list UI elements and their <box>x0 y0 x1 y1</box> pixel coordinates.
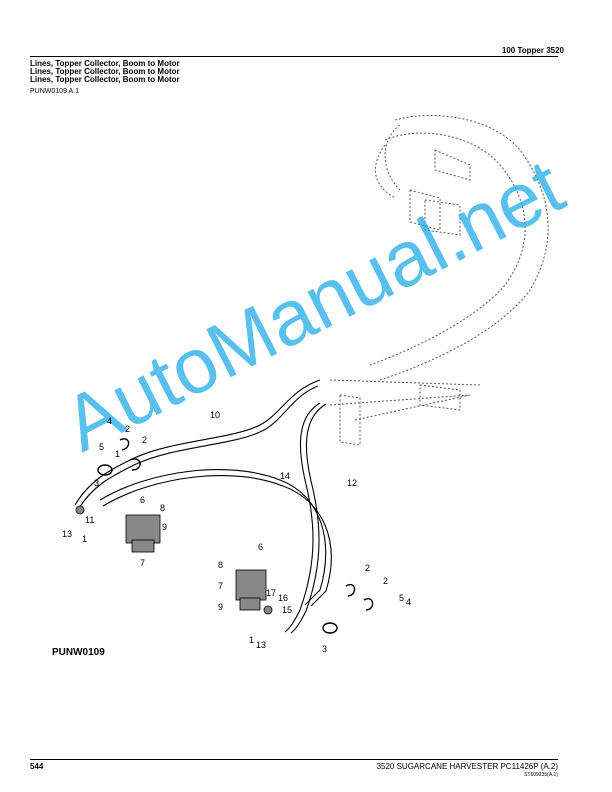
callout: 13 <box>256 640 266 650</box>
callouts: 10 14 12 4 2 5 2 1 3 6 8 11 13 9 7 1 8 6… <box>62 410 411 654</box>
callout: 7 <box>218 581 223 591</box>
callout: 10 <box>210 410 220 420</box>
callout: 2 <box>125 424 130 434</box>
clamps <box>97 438 374 634</box>
fittings <box>75 505 273 615</box>
callout: 5 <box>99 442 104 452</box>
callout: 3 <box>94 478 99 488</box>
section-header: 100 Topper 3520 <box>501 46 564 55</box>
header-rule <box>30 56 558 57</box>
callout: 6 <box>140 495 145 505</box>
callout: 2 <box>365 563 370 573</box>
callout: 16 <box>278 593 288 603</box>
callout: 2 <box>383 576 388 586</box>
callout: 1 <box>82 534 87 544</box>
callout: 15 <box>282 605 292 615</box>
callout: 2 <box>142 435 147 445</box>
callout: 8 <box>160 503 165 513</box>
callout: 17 <box>266 588 276 598</box>
callout: 12 <box>347 478 357 488</box>
footer-rule <box>30 759 558 760</box>
page-title: Lines, Topper Collector, Boom to Motor <box>30 75 180 84</box>
parts-diagram: AutoManual.net 10 14 12 4 2 5 2 1 3 6 8 … <box>50 115 577 658</box>
callout: 4 <box>406 597 411 607</box>
callout: 4 <box>107 416 112 426</box>
diagram-id: PUNW0109 <box>52 647 105 658</box>
callout: 1 <box>115 449 120 459</box>
callout: 9 <box>218 602 223 612</box>
watermark: AutoManual.net <box>50 142 577 469</box>
callout: 7 <box>140 558 145 568</box>
callout: 13 <box>62 529 72 539</box>
callout: 14 <box>280 471 290 481</box>
callout: 3 <box>322 644 327 654</box>
callout: 6 <box>258 542 263 552</box>
page-title: Lines, Topper Collector, Boom to Motor <box>30 59 180 68</box>
callout: 11 <box>85 515 94 525</box>
callout: 9 <box>162 522 167 532</box>
footer-code: ST609235(A.1) <box>524 772 558 778</box>
page-title: Lines, Topper Collector, Boom to Motor <box>30 67 180 76</box>
page-number: 544 <box>30 762 44 771</box>
footer-title: 3520 SUGARCANE HARVESTER PC11426P (A.2) <box>376 762 558 771</box>
machine-outline <box>329 115 549 446</box>
callout: 8 <box>218 560 223 570</box>
callout: 5 <box>399 593 404 603</box>
reference-code: PUNW0109 A.1 <box>30 88 80 95</box>
callout: 1 <box>249 635 254 645</box>
